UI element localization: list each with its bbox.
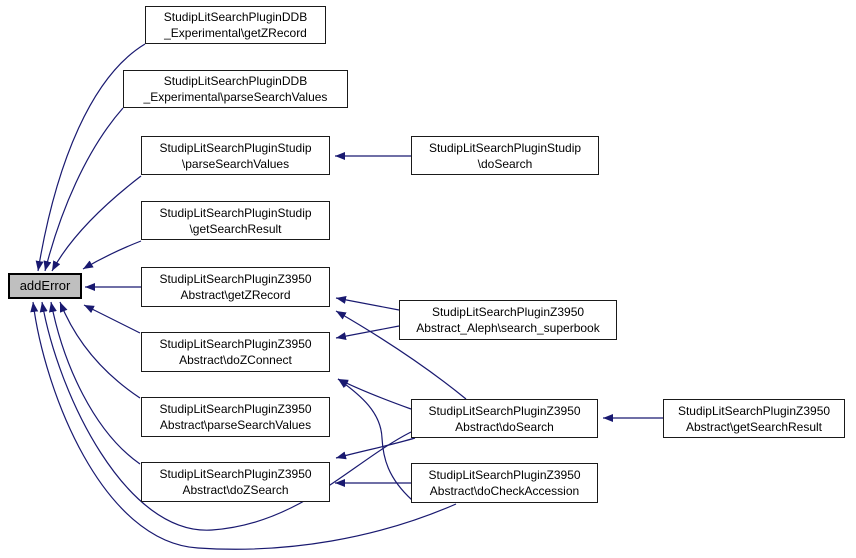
node-label: addError bbox=[19, 278, 71, 293]
node-label-line2: \parseSearchValues bbox=[181, 156, 290, 171]
node-label-line2: _Experimental\getZRecord bbox=[164, 26, 307, 40]
node-adderror-highlight: addError bbox=[8, 273, 82, 299]
node-studip-getsearchresult[interactable]: StudipLitSearchPluginStudip \getSearchRe… bbox=[141, 201, 330, 240]
node-label-line2: Abstract\doZSearch bbox=[182, 483, 289, 497]
edge-ddb-parsesearchvalues-to-adderror bbox=[43, 107, 124, 272]
node-z3950-dozconnect[interactable]: StudipLitSearchPluginZ3950 Abstract\doZC… bbox=[141, 332, 330, 372]
node-label-line1: StudipLitSearchPluginDDB bbox=[163, 74, 308, 88]
node-label-line1: StudipLitSearchPluginStudip bbox=[428, 140, 582, 155]
edge-z3950-dosearch-to-z3950-dozsearch bbox=[335, 437, 416, 460]
node-label-line1: StudipLitSearchPluginDDB bbox=[163, 10, 308, 24]
node-aleph-search-superbook[interactable]: StudipLitSearchPluginZ3950 Abstract_Alep… bbox=[399, 300, 617, 340]
edge-z3950-dosearch-to-z3950-dozconnect bbox=[337, 378, 412, 410]
node-label-line1: StudipLitSearchPluginZ3950 bbox=[159, 402, 312, 416]
edge-aleph-to-z3950-getzrecord bbox=[335, 296, 400, 311]
node-label-line1: StudipLitSearchPluginZ3950 bbox=[159, 467, 312, 481]
node-label-line2: \doSearch bbox=[477, 156, 533, 171]
node-z3950-dozsearch[interactable]: StudipLitSearchPluginZ3950 Abstract\doZS… bbox=[141, 462, 330, 502]
edge-z3950-dozsearch-to-adderror bbox=[48, 301, 141, 465]
node-z3950-parsesearchvalues[interactable]: StudipLitSearchPluginZ3950 Abstract\pars… bbox=[141, 397, 330, 437]
node-label-line1: StudipLitSearchPluginZ3950 bbox=[428, 468, 581, 482]
node-ddb-parsesearchvalues[interactable]: StudipLitSearchPluginDDB _Experimental\p… bbox=[123, 70, 348, 108]
edge-z3950-dozconnect-to-adderror bbox=[83, 304, 141, 334]
node-label-line1: StudipLitSearchPluginZ3950 bbox=[431, 305, 585, 319]
node-studip-parsesearchvalues[interactable]: StudipLitSearchPluginStudip \parseSearch… bbox=[141, 136, 330, 175]
node-label-line2: Abstract\getSearchResult bbox=[685, 419, 823, 434]
edge-studip-parsesearchvalues-to-adderror bbox=[51, 175, 142, 272]
node-label-line2: Abstract_Aleph\search_superbook bbox=[416, 321, 600, 335]
node-studip-dosearch[interactable]: StudipLitSearchPluginStudip \doSearch bbox=[411, 136, 599, 175]
node-label-line2: Abstract\parseSearchValues bbox=[159, 418, 312, 432]
edge-aleph-to-z3950-dozconnect bbox=[335, 325, 400, 340]
edge-z3950-docheckaccession-to-z3950-dozconnect bbox=[337, 378, 413, 501]
edge-z3950-dosearch-to-z3950-getzrecord bbox=[335, 310, 467, 400]
node-label-line2: Abstract\getZRecord bbox=[180, 288, 291, 302]
edge-studip-getsearchresult-to-adderror bbox=[82, 240, 142, 270]
node-label-line2: Abstract\doZConnect bbox=[179, 353, 292, 367]
node-label-line1: StudipLitSearchPluginZ3950 bbox=[159, 272, 312, 286]
edge-z3950-parsesearchvalues-to-adderror bbox=[59, 301, 141, 399]
node-label-line1: StudipLitSearchPluginZ3950 bbox=[428, 403, 581, 418]
node-label-line1: StudipLitSearchPluginStudip bbox=[159, 140, 312, 155]
node-z3950-dosearch[interactable]: StudipLitSearchPluginZ3950 Abstract\doSe… bbox=[411, 399, 598, 438]
node-ddb-getzrecord[interactable]: StudipLitSearchPluginDDB _Experimental\g… bbox=[145, 6, 326, 44]
node-label-line2: Abstract\doCheckAccession bbox=[429, 484, 580, 498]
node-label-line2: \getSearchResult bbox=[189, 221, 282, 236]
node-label-line2: _Experimental\parseSearchValues bbox=[143, 90, 328, 104]
edge-z3950-docheckaccession-to-adderror bbox=[30, 301, 457, 550]
edge-ddb-getzrecord-to-adderror bbox=[35, 43, 146, 272]
node-z3950-docheckaccession[interactable]: StudipLitSearchPluginZ3950 Abstract\doCh… bbox=[411, 463, 598, 503]
node-z3950-getzrecord[interactable]: StudipLitSearchPluginZ3950 Abstract\getZ… bbox=[141, 267, 330, 307]
node-label-line2: Abstract\doSearch bbox=[455, 419, 554, 434]
node-z3950-getsearchresult[interactable]: StudipLitSearchPluginZ3950 Abstract\getS… bbox=[663, 399, 845, 438]
node-label-line1: StudipLitSearchPluginStudip bbox=[159, 205, 312, 220]
node-label-line1: StudipLitSearchPluginZ3950 bbox=[677, 403, 831, 418]
edge-z3950-dosearch-to-adderror bbox=[39, 301, 412, 531]
node-label-line1: StudipLitSearchPluginZ3950 bbox=[159, 337, 312, 351]
